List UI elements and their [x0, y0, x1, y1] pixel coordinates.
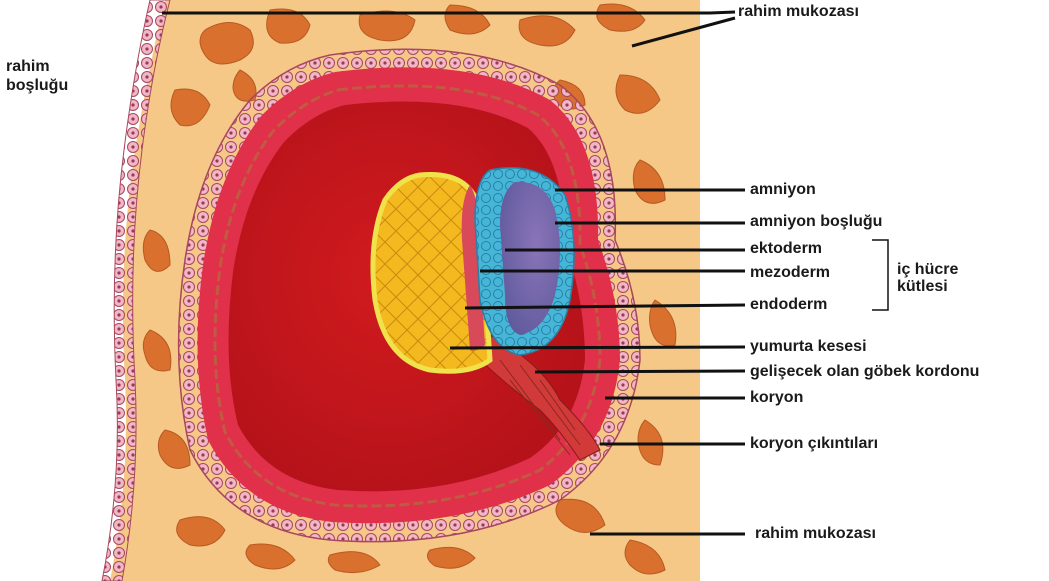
label-uterine-mucosa-bottom: rahim mukozası: [755, 525, 876, 543]
label-ectoderm: ektoderm: [750, 240, 822, 258]
label-chorion: koryon: [750, 389, 803, 407]
label-mesoderm: mezoderm: [750, 264, 830, 282]
label-uterine-cavity-line1: rahim: [6, 58, 50, 76]
label-yolk-sac: yumurta kesesi: [750, 338, 867, 356]
label-endoderm: endoderm: [750, 296, 827, 314]
label-inner-cell-mass-line1: iç hücre: [897, 261, 958, 279]
label-uterine-cavity-line2: boşluğu: [6, 77, 68, 95]
label-chorionic-villi: koryon çıkıntıları: [750, 435, 878, 453]
inner-cell-mass-bracket: [872, 240, 888, 310]
label-umbilical-cord: gelişecek olan göbek kordonu: [750, 363, 979, 381]
label-amnion: amniyon: [750, 181, 816, 199]
label-amniotic-cavity: amniyon boşluğu: [750, 213, 882, 231]
label-uterine-mucosa-top: rahim mukozası: [738, 3, 859, 21]
label-inner-cell-mass-line2: kütlesi: [897, 278, 948, 296]
